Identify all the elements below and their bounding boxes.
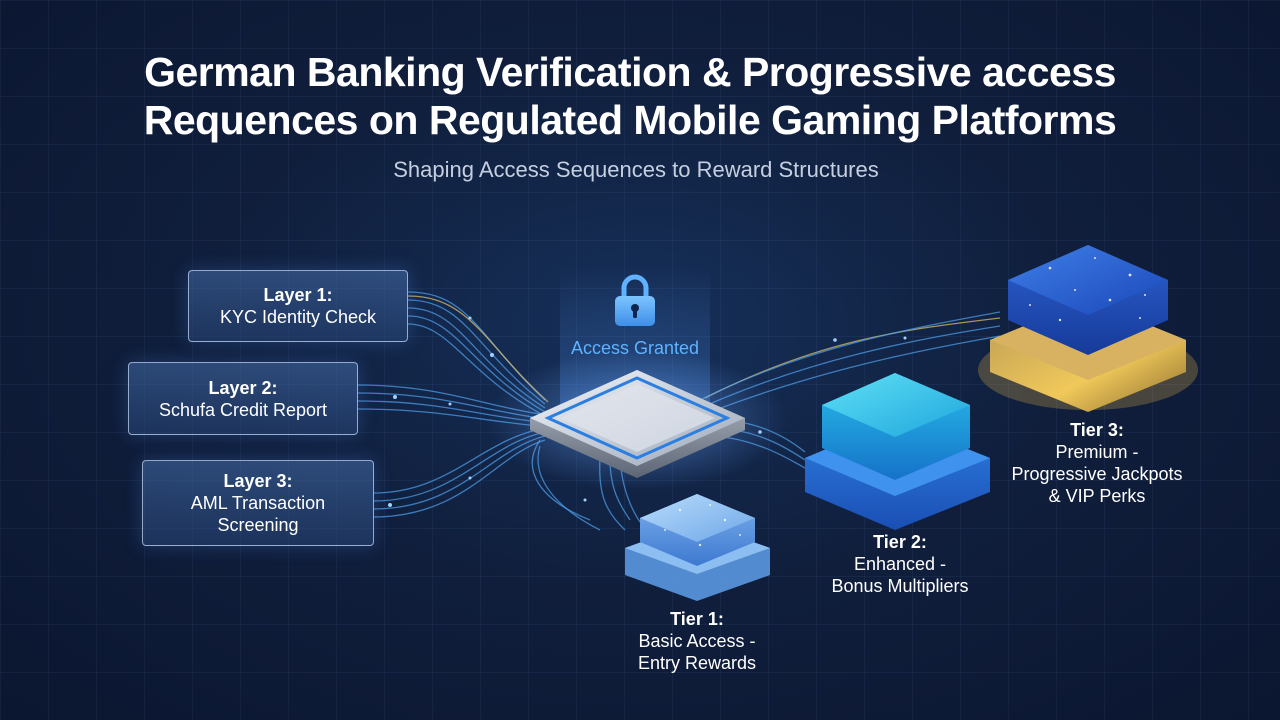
tier-1-line2: Entry Rewards <box>637 653 757 673</box>
tier-3-line1: Premium - <box>1055 442 1139 462</box>
tier-2-line2: Bonus Multipliers <box>831 576 969 596</box>
tier-2-label: Tier 2: Enhanced - Bonus Multipliers <box>808 531 992 597</box>
layer-2-title: Layer 2: <box>208 377 278 398</box>
tier-1-title: Tier 1: <box>670 609 724 629</box>
tier-3-line3: & VIP Perks <box>1048 486 1146 506</box>
layer-3-title: Layer 3: <box>223 471 293 491</box>
layer-1-box: Layer 1: KYC Identity Check <box>188 270 408 342</box>
tier-2-line1: Enhanced - <box>853 554 947 574</box>
layer-2-box: Layer 2: Schufa Credit Report <box>128 362 358 435</box>
tier3-block <box>978 245 1198 412</box>
layer-3-desc: AML Transaction Screening <box>190 493 326 535</box>
page-title: German Banking Verification & Progressiv… <box>0 48 1260 144</box>
tier-3-label: Tier 3: Premium - Progressive Jackpots &… <box>995 419 1199 507</box>
layer-1-desc: KYC Identity Check <box>219 307 377 327</box>
tier-1-label: Tier 1: Basic Access - Entry Rewards <box>610 608 784 674</box>
layer-3-box: Layer 3: AML Transaction Screening <box>142 460 374 546</box>
tier-2-title: Tier 2: <box>873 532 927 552</box>
tier2-block <box>805 373 990 530</box>
verification-hub <box>530 370 745 478</box>
page-title-line2: Requences on Regulated Mobile Gaming Pla… <box>143 97 1117 143</box>
access-granted-label: Access Granted <box>570 338 700 358</box>
layer-2-desc: Schufa Credit Report <box>158 399 328 420</box>
page-subtitle: Shaping Access Sequences to Reward Struc… <box>393 157 879 182</box>
tier-3-line2: Progressive Jackpots <box>1011 464 1183 484</box>
layer-1-title: Layer 1: <box>263 285 333 305</box>
lock-icon <box>615 274 655 326</box>
page-title-line1: German Banking Verification & Progressiv… <box>144 49 1116 95</box>
tier1-block <box>625 494 770 601</box>
tier-3-title: Tier 3: <box>1070 420 1124 440</box>
tier-1-line1: Basic Access - <box>638 631 756 651</box>
